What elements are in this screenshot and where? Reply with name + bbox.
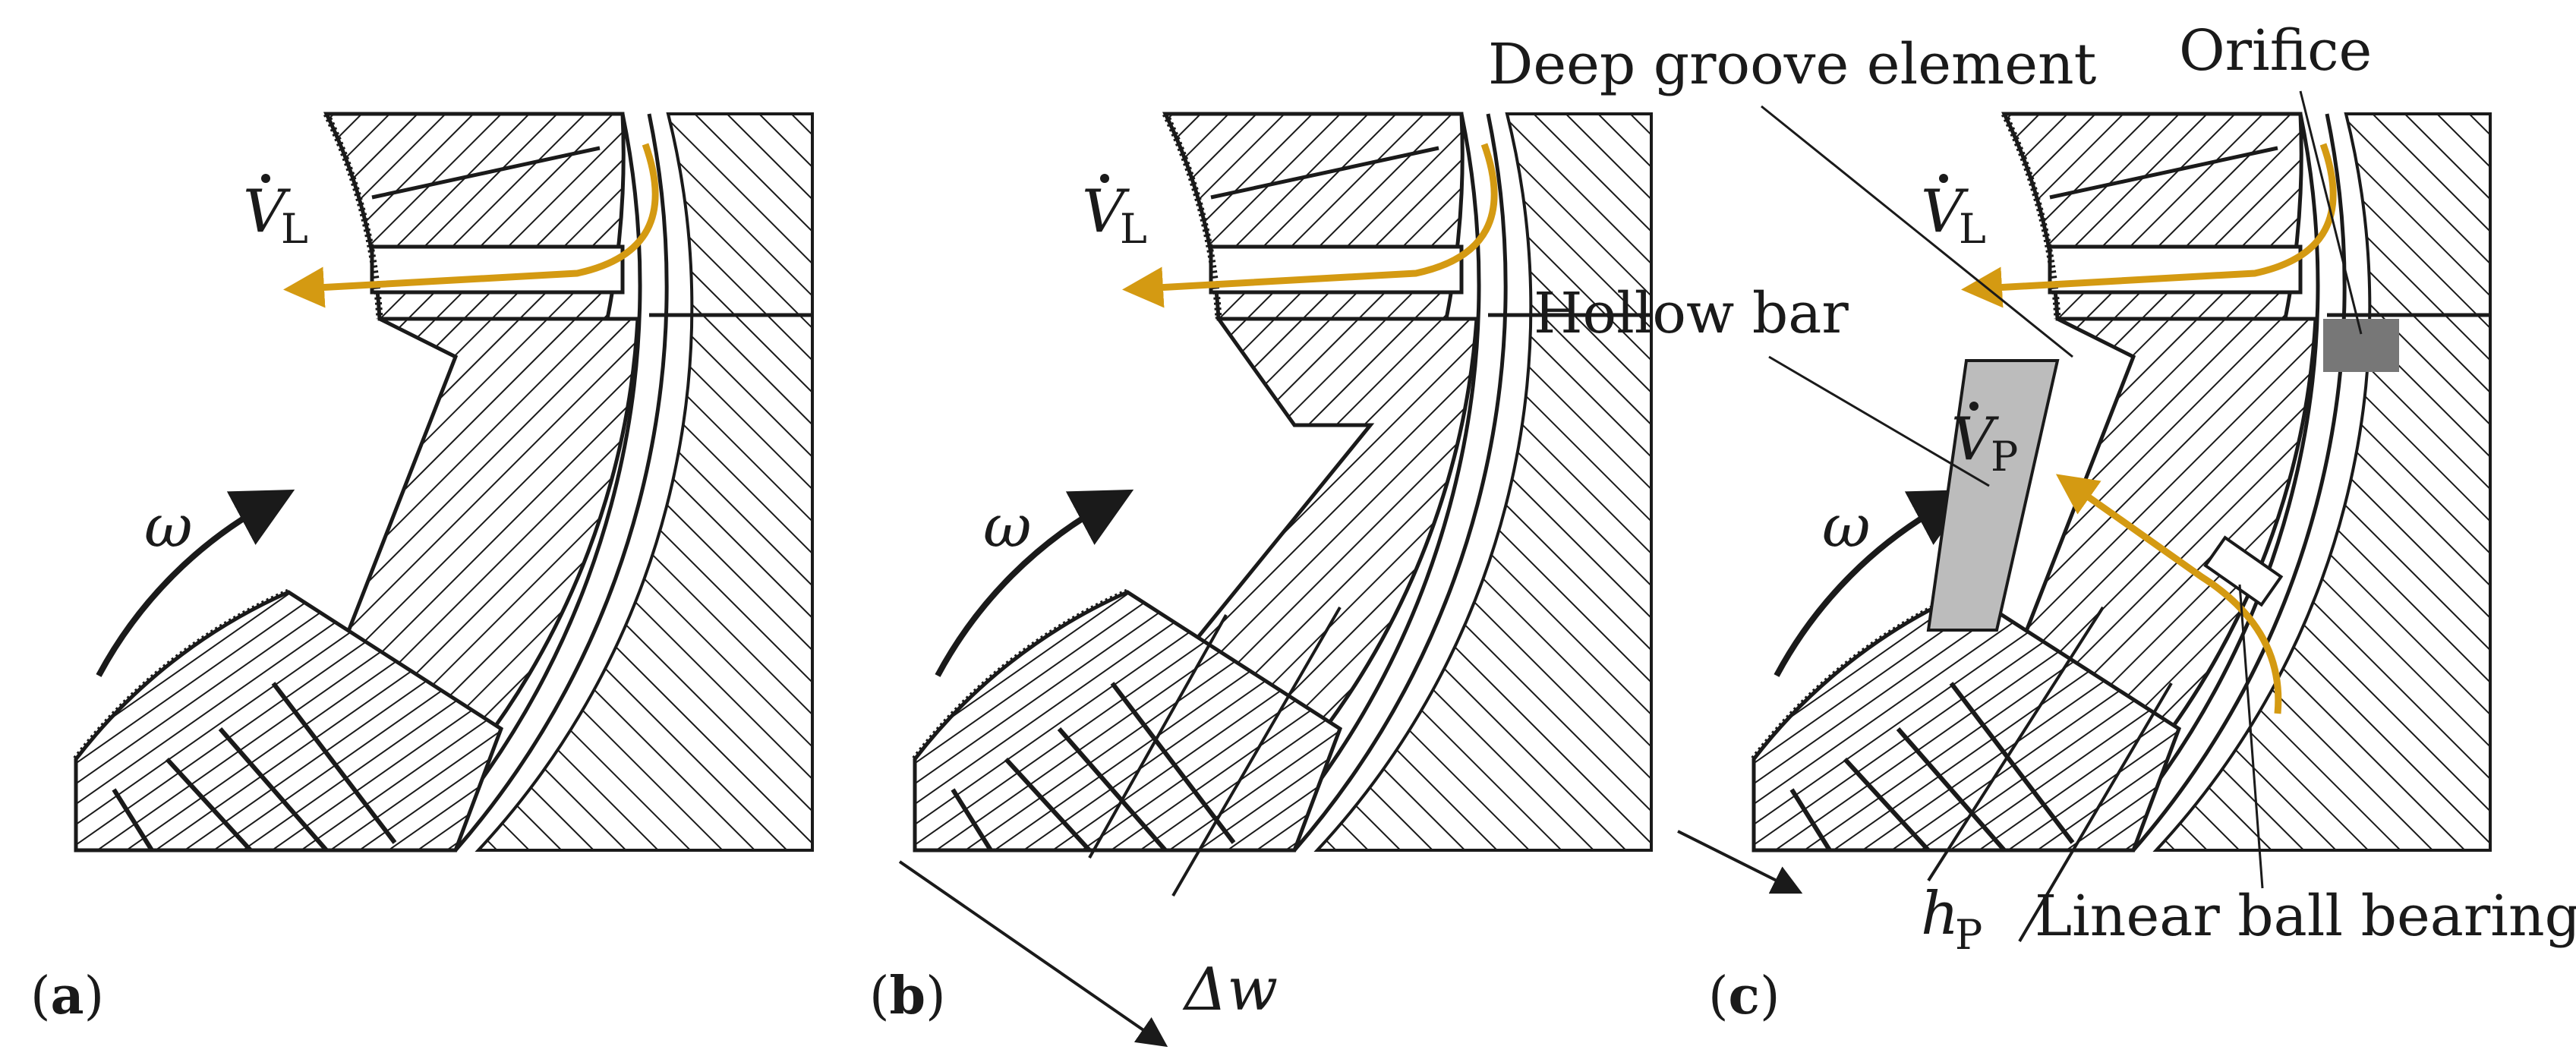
hp-ext-line-2	[2018, 682, 2173, 943]
lower-blade-1	[1004, 757, 1092, 853]
lower-blade-1	[165, 757, 253, 853]
callout-line-deep-groove	[1761, 105, 2073, 358]
dim-ext-line-2	[1171, 606, 1342, 897]
outer-ring-arc	[2101, 113, 2320, 852]
lower-carrier	[74, 590, 504, 853]
flow2-sub: P	[1991, 433, 2018, 481]
omega-label: ω	[1822, 493, 1871, 561]
leakage-flow-label: V	[1921, 178, 1969, 246]
leakage-flow-arrow-icon	[1961, 143, 2337, 308]
lower-blade-4	[951, 788, 993, 852]
dimension-label: Δw	[1182, 956, 1278, 1024]
flow2-label: V	[1951, 405, 1999, 474]
upper-blade	[371, 146, 601, 200]
callout-hollow-bar: Hollow bar	[1534, 281, 1849, 346]
panel-a: ω VL (a)	[30, 112, 814, 1026]
outer-ring-arc	[1263, 113, 1481, 852]
lower-blade-4	[112, 788, 154, 852]
rotation-arrow-icon	[935, 489, 1134, 677]
lower-blade-2	[218, 727, 329, 852]
callout-orifice: Orifice	[2179, 18, 2372, 84]
upper-blade	[1210, 146, 1439, 200]
leakage-flow-sub: L	[281, 205, 308, 253]
upper-blade	[2049, 146, 2278, 200]
callout-line-hollow-bar	[1768, 355, 1990, 487]
rotor-surface-upper	[1162, 112, 1222, 320]
outer-ring-arc-2	[2132, 113, 2347, 852]
rotation-arrow-icon	[96, 489, 295, 677]
flow-dot-icon	[1100, 174, 1109, 183]
rotor-surface-upper	[2001, 112, 2061, 320]
omega-label: ω	[983, 493, 1032, 561]
piston-flow-arrow-icon	[2055, 474, 2282, 714]
callout-line-linear-bearing	[2238, 584, 2264, 889]
lower-blade-2	[1896, 727, 2007, 852]
stator-housing	[1313, 112, 1653, 852]
linear-bearing-part	[2203, 535, 2284, 607]
lower-blade-3	[271, 682, 397, 844]
orifice-part	[2323, 319, 2399, 372]
callout-linear-bearing: Linear ball bearing	[2035, 884, 2576, 949]
dimension-arrow-icon	[898, 860, 1168, 1048]
callout-line-orifice	[2299, 90, 2363, 335]
lower-blade-4	[1789, 788, 1832, 852]
outer-ring-arc-2	[1293, 113, 1508, 852]
panel-b: ω VL (b) Δw	[869, 112, 1653, 1048]
leakage-flow-label: V	[1082, 178, 1130, 246]
leakage-flow-arrow-icon	[283, 143, 659, 308]
hollow-bar-part	[1926, 359, 2060, 632]
outer-ring-arc	[424, 113, 642, 852]
flow-dot-icon	[1939, 174, 1948, 183]
omega-label: ω	[144, 493, 193, 561]
rotation-arrow-icon	[1774, 489, 1973, 677]
hp-ext-line-1	[1927, 606, 2105, 882]
lower-blade-1	[1843, 757, 1931, 853]
panel-label: (b)	[869, 966, 946, 1026]
panel-label: (a)	[30, 966, 104, 1026]
flow-dot-icon	[261, 174, 270, 183]
lower-blade-3	[1110, 682, 1236, 844]
callout-deep-groove: Deep groove element	[1488, 32, 2097, 97]
leakage-flow-label: V	[243, 178, 291, 246]
hp-sub: P	[1955, 911, 1982, 959]
dim-ext-line-1	[1088, 614, 1228, 859]
lower-blade-3	[1949, 682, 2075, 844]
lower-carrier	[913, 590, 1343, 853]
stator-housing	[2152, 112, 2492, 852]
panel-label: (c)	[1708, 966, 1780, 1026]
lower-carrier	[1751, 590, 2182, 853]
rotor-surface-upper	[323, 112, 383, 320]
leakage-flow-sub: L	[1120, 205, 1147, 253]
flow2-dot-icon	[1969, 402, 1979, 411]
stator-housing	[475, 112, 814, 852]
outer-ring-arc-2	[454, 113, 669, 852]
hp-label: h	[1921, 880, 1959, 948]
hp-dimension-arrow-icon	[1677, 830, 1803, 894]
lower-blade-2	[1057, 727, 1168, 852]
leakage-flow-arrow-icon	[1122, 143, 1498, 308]
leakage-flow-sub: L	[1959, 205, 1986, 253]
